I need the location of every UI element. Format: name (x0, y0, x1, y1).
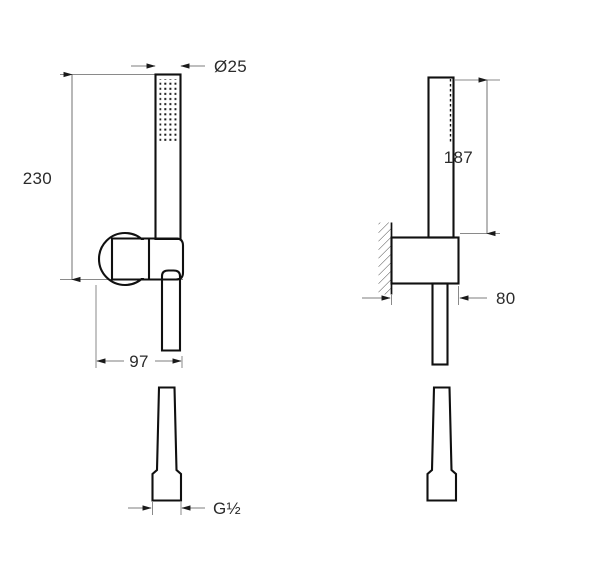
wall-bracket-edge-front (140, 237, 185, 281)
dimension-label-187: 187 (444, 148, 473, 167)
dimension-label-diameter-25: Ø25 (214, 57, 247, 76)
hose-connector-front (151, 386, 183, 502)
side-view-group: 187 80 (362, 76, 516, 366)
wall-hatching (378, 222, 392, 295)
wall-bracket-body-side (390, 236, 460, 285)
front-view-group: 230 Ø25 97 (23, 57, 247, 371)
hose-connector-side (426, 386, 458, 502)
spray-face-perforation (159, 79, 177, 143)
dimension-label-230: 230 (23, 169, 52, 188)
dimension-label-97: 97 (129, 352, 149, 371)
dimension-label-thread: G½ (213, 499, 241, 518)
hose-connector-front-group: G½ (128, 386, 241, 518)
hose-outlet-front (160, 269, 182, 352)
dimension-label-80: 80 (496, 289, 516, 308)
hose-outlet-side (431, 282, 449, 366)
hose-connector-side-group (426, 386, 458, 502)
